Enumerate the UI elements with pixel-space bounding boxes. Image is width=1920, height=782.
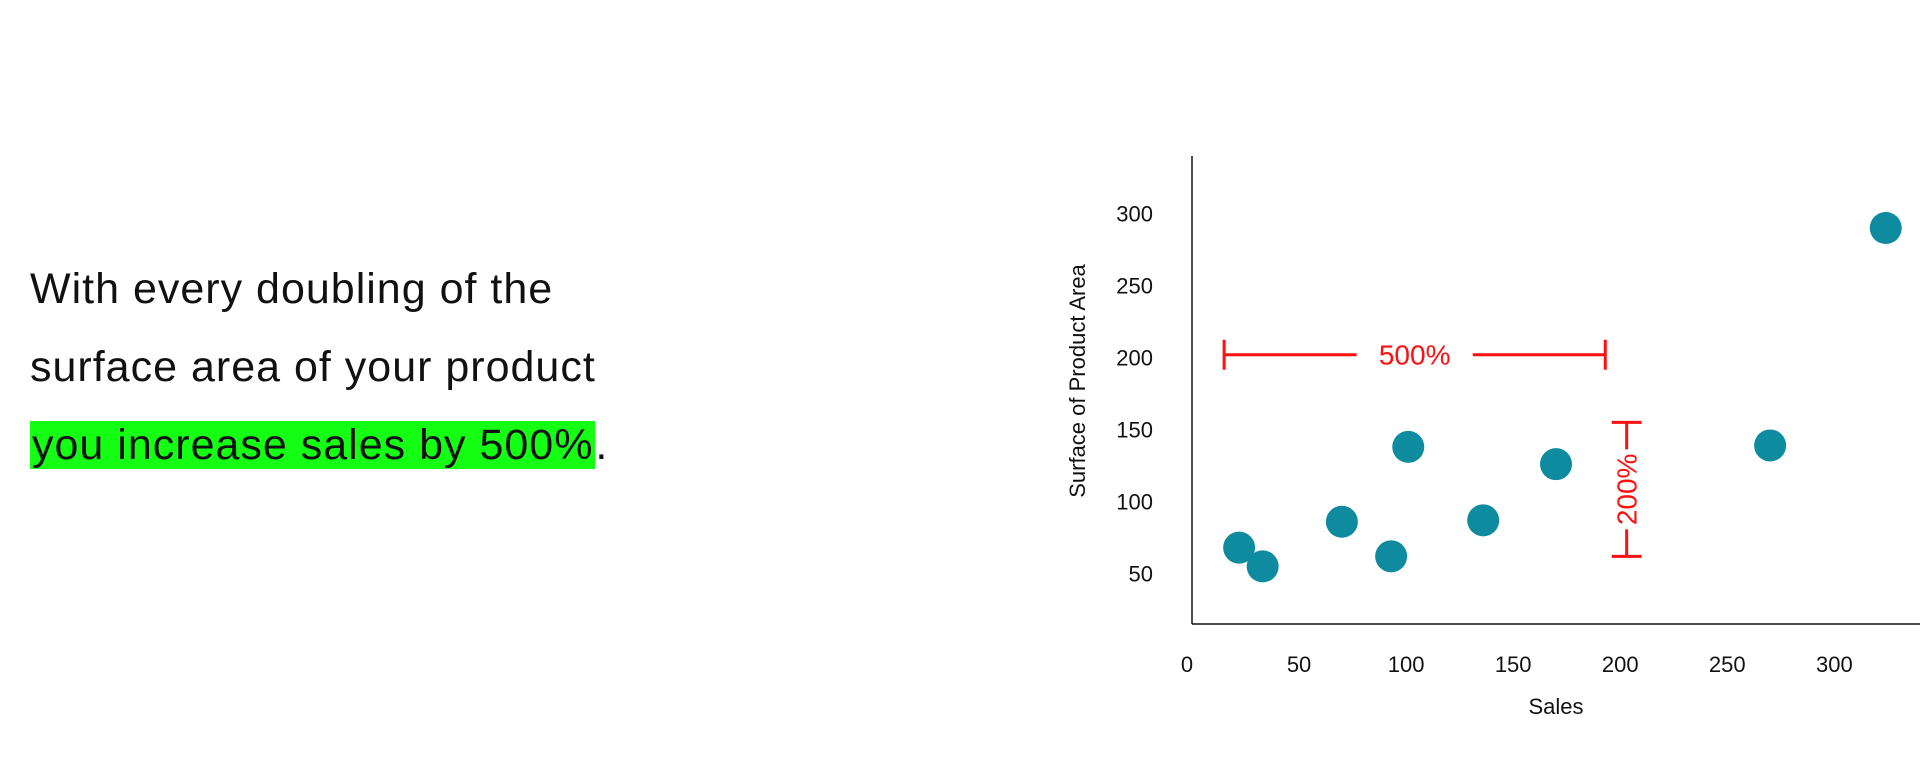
data-point <box>1869 212 1902 244</box>
headline: With every doubling of the surface area … <box>30 250 790 484</box>
x-tick-label: 250 <box>1709 652 1746 677</box>
x-tick-label: 0 <box>1181 652 1193 677</box>
y-tick-label: 200 <box>1116 346 1153 371</box>
y-tick-label: 50 <box>1129 562 1153 587</box>
x-tick-label: 300 <box>1816 652 1853 677</box>
bracket-200-label: 200% <box>1612 454 1643 526</box>
data-point <box>1246 550 1279 583</box>
x-tick-label: 200 <box>1602 652 1639 677</box>
headline-line-1: With every doubling of the <box>30 265 554 313</box>
x-axis-label: Sales <box>1528 694 1583 719</box>
data-point <box>1375 540 1408 573</box>
headline-line-3: you increase sales by 500%. <box>30 406 790 484</box>
bracket-500-label: 500% <box>1379 340 1451 371</box>
x-tick-label: 150 <box>1495 652 1532 677</box>
data-point <box>1540 448 1572 481</box>
x-tick-label: 50 <box>1287 652 1311 677</box>
y-tick-label: 250 <box>1116 274 1153 299</box>
y-tick-label: 100 <box>1116 490 1153 515</box>
data-point <box>1467 504 1500 537</box>
data-point <box>1392 430 1425 463</box>
headline-highlight: you increase sales by 500% <box>30 421 596 469</box>
data-point <box>1754 429 1787 462</box>
data-point <box>1325 505 1358 538</box>
data-point <box>1223 531 1256 564</box>
x-tick-label: 100 <box>1388 652 1425 677</box>
y-tick-label: 300 <box>1116 202 1153 227</box>
headline-period: . <box>595 421 609 469</box>
y-axis-label: Surface of Product Area <box>1065 263 1090 497</box>
y-tick-label: 150 <box>1116 418 1153 443</box>
headline-line-2: surface area of your product <box>30 343 596 391</box>
